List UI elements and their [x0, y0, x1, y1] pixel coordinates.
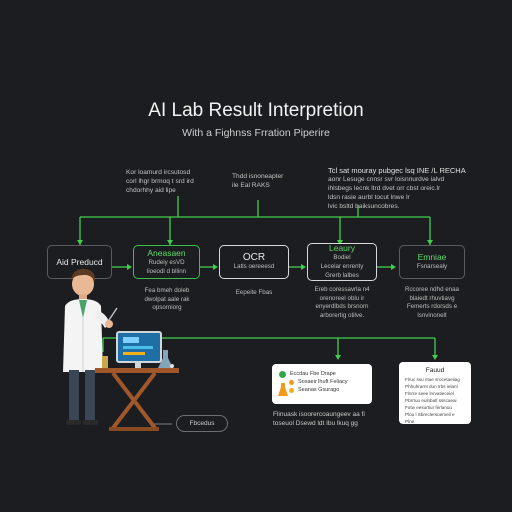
- stethoscope-icon: [289, 387, 294, 393]
- caption-ocr: Eepeite Fbas: [235, 289, 273, 296]
- report-title: Fauud: [425, 367, 445, 374]
- stage-examine[interactable]: Emniae Fsnarsealy: [399, 245, 465, 279]
- summary-item-2: Sosaeir lhuft Feliacy: [279, 378, 365, 386]
- summary-item-3: Seanas Gsurago: [279, 386, 365, 394]
- shield-icon: [289, 379, 294, 385]
- report-card[interactable]: Fauud Flruc ssu ntue srocetaeiiag Phhuhr…: [399, 362, 471, 424]
- stage-analysis[interactable]: Aneasaen Rudeiy esVD lioeodl d bllinn: [133, 245, 200, 279]
- stage-ocr[interactable]: OCR Latls oereeesd: [219, 245, 289, 279]
- page-subtitle: With a Fighnss Frration Piperire: [182, 127, 330, 139]
- lab-scientist-illustration: [63, 268, 179, 431]
- stage-learning[interactable]: Leaury Bodiel Lecelar enrenty Grerb lalb…: [307, 243, 377, 281]
- check-icon: [279, 370, 286, 378]
- summary-card[interactable]: Eccdau Fbe Drape Sosaeir lhuft Feliacy S…: [272, 364, 372, 404]
- summary-item-1: Eccdau Fbe Drape: [279, 370, 365, 378]
- bottom-note: Flinuask isoorercoaungeev aa fi toseuol …: [273, 411, 365, 427]
- note-right: Tcl sat mouray pubgec lsq INE /L RECHA a…: [328, 166, 466, 210]
- page-title: AI Lab Result Interpretion: [148, 100, 364, 121]
- flask-icon: [278, 383, 288, 396]
- feedback-pill[interactable]: Fbcedus: [176, 415, 228, 432]
